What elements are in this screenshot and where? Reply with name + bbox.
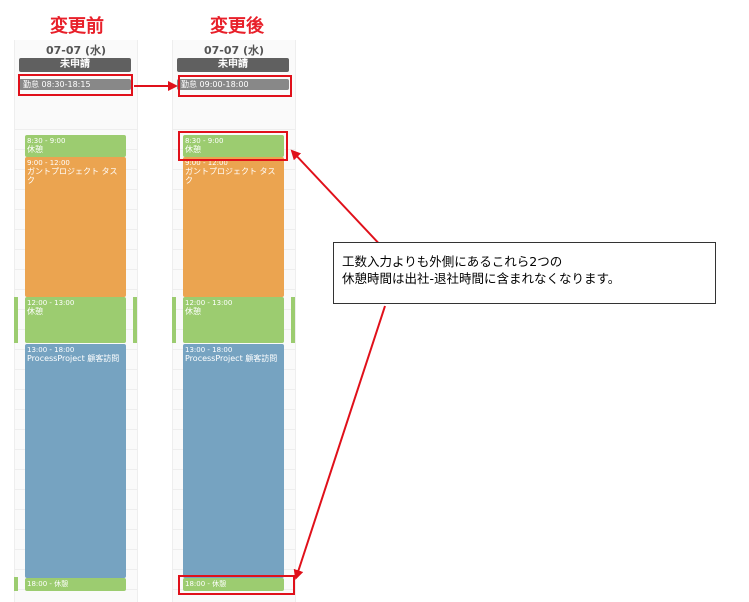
event-process-visit[interactable]: 13:00 - 18:00 ProcessProject 顧客訪問 (183, 344, 284, 578)
event-title: ProcessProject 顧客訪問 (27, 354, 120, 363)
event-time: 13:00 - 18:00 (185, 346, 233, 354)
highlight-break-evening (178, 575, 295, 595)
event-time: 18:00 - 休憩 (185, 580, 227, 588)
event-break-evening[interactable]: 18:00 - 休憩 (25, 578, 126, 591)
explanation-note: 工数入力よりも外側にあるこれら2つの 休憩時間は出社-退社時間に含まれなくなりま… (333, 242, 716, 304)
event-time: 9:00 - 12:00 (185, 159, 228, 167)
arrow-note-to-morning-break (290, 149, 386, 251)
event-time: 13:00 - 18:00 (27, 346, 75, 354)
arrow-note-to-evening-break (293, 305, 386, 580)
day-header-date: 07-07 (水) (203, 44, 265, 57)
event-gantt-task[interactable]: 9:00 - 12:00 ガントプロジェクト タスク (25, 157, 126, 297)
highlight-attendance-before (18, 74, 133, 96)
event-time: 9:00 - 12:00 (27, 159, 70, 167)
event-break-morning[interactable]: 8:30 - 9:00 休憩 (25, 135, 126, 157)
overlap-marker (172, 297, 176, 343)
status-badge[interactable]: 未申請 (19, 58, 131, 72)
event-time: 12:00 - 13:00 (27, 299, 75, 307)
highlight-break-morning (178, 131, 288, 161)
event-title: ガントプロジェクト タスク (185, 167, 276, 185)
event-title: 休憩 (185, 145, 201, 154)
event-break-evening[interactable]: 18:00 - 休憩 (183, 578, 284, 591)
event-title: ガントプロジェクト タスク (27, 167, 118, 185)
overlap-marker (14, 577, 18, 591)
event-time: 18:00 - 休憩 (27, 580, 69, 588)
event-title: 休憩 (27, 307, 43, 316)
event-time: 8:30 - 9:00 (27, 137, 66, 145)
event-title: ProcessProject 顧客訪問 (185, 354, 278, 363)
heading-before: 変更前 (50, 16, 104, 36)
overlap-marker (14, 297, 18, 343)
event-process-visit[interactable]: 13:00 - 18:00 ProcessProject 顧客訪問 (25, 344, 126, 578)
attendance-bar[interactable]: 勤怠 08:30-18:15 (19, 79, 131, 90)
calendar-column-before: 07-07 (水) 未申請 勤怠 08:30-18:15 8:30 - 9:00… (14, 40, 138, 602)
overlap-marker (291, 297, 295, 343)
event-title: 休憩 (27, 145, 43, 154)
event-break-lunch[interactable]: 12:00 - 13:00 休憩 (183, 297, 284, 343)
overlap-marker (133, 297, 137, 343)
event-time: 8:30 - 9:00 (185, 137, 224, 145)
event-title: 休憩 (185, 307, 201, 316)
event-break-morning[interactable]: 8:30 - 9:00 休憩 (183, 135, 284, 157)
note-line-1: 工数入力よりも外側にあるこれら2つの (342, 254, 563, 269)
attendance-bar[interactable]: 勤怠 09:00-18:00 (177, 79, 289, 90)
heading-after: 変更後 (210, 16, 264, 36)
note-line-2: 休憩時間は出社-退社時間に含まれなくなります。 (342, 271, 621, 286)
event-break-lunch[interactable]: 12:00 - 13:00 休憩 (25, 297, 126, 343)
status-badge[interactable]: 未申請 (177, 58, 289, 72)
day-header-date: 07-07 (水) (45, 44, 107, 57)
event-gantt-task[interactable]: 9:00 - 12:00 ガントプロジェクト タスク (183, 157, 284, 297)
event-time: 12:00 - 13:00 (185, 299, 233, 307)
calendar-column-after: 07-07 (水) 未申請 勤怠 09:00-18:00 8:30 - 9:00… (172, 40, 296, 602)
highlight-attendance-after (178, 75, 292, 97)
